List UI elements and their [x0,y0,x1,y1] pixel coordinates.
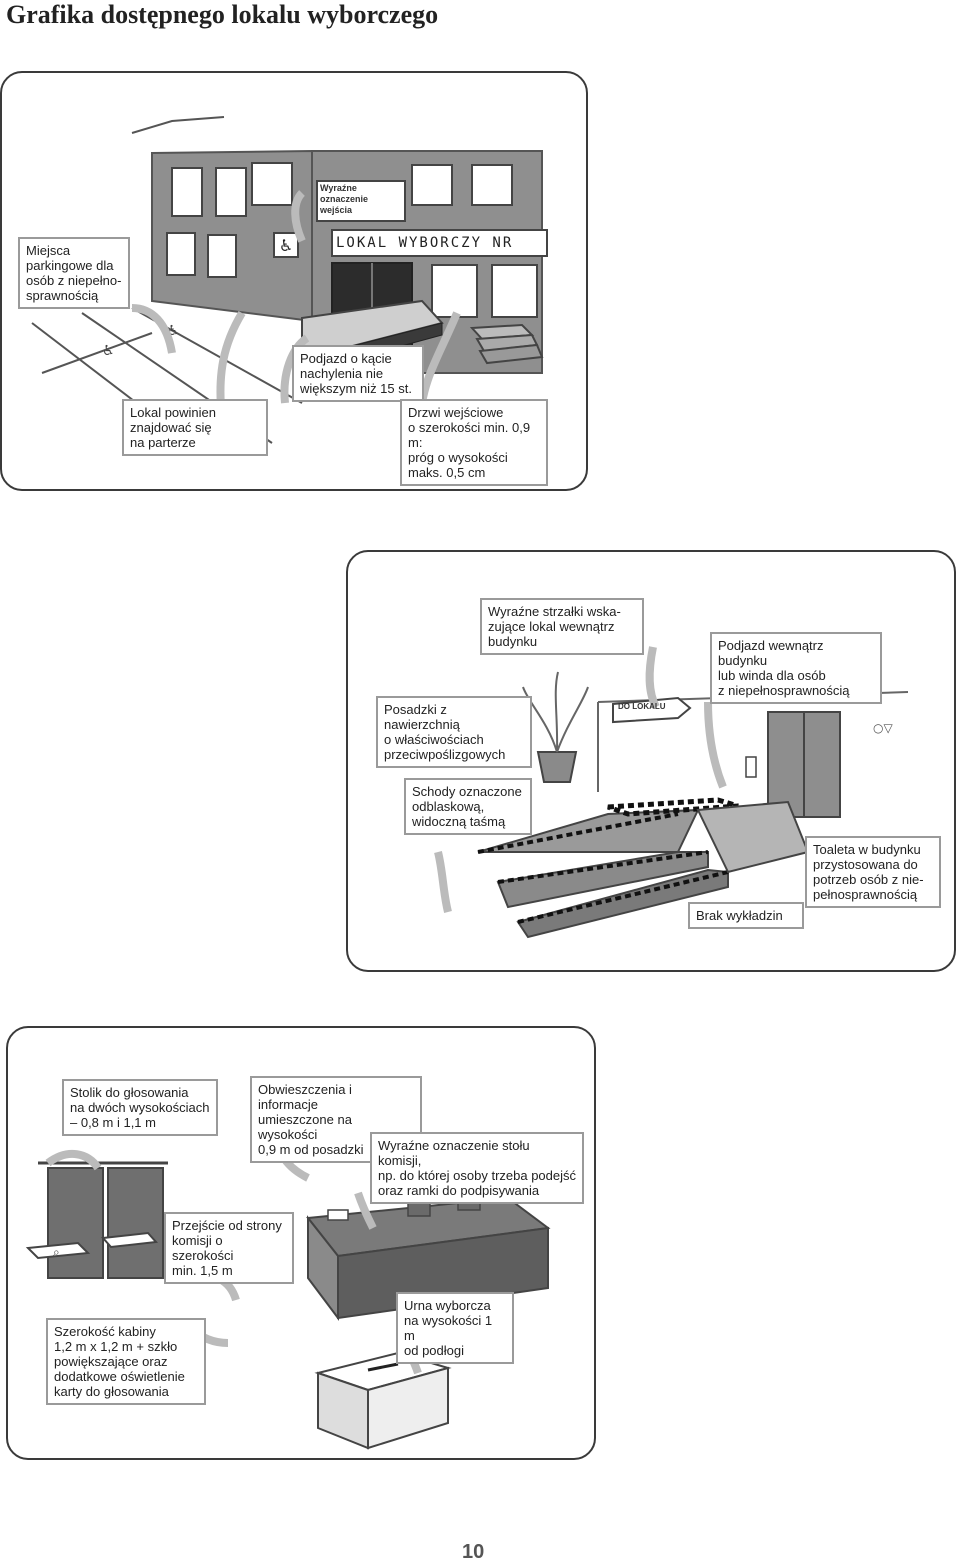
panel-polling-room: ⌕ Stolik do głosowania na dwóch wysokośc… [6,1026,596,1460]
plant-pot [538,752,576,782]
arrow-icon [650,647,656,707]
wheelchair-icon: ♿ [279,236,293,255]
panel-building-exterior: ♿ ♿ ♿ Wyraźne oznaczenie wejścia LOKAL W… [0,71,588,491]
voting-booth-curtain [108,1168,163,1278]
panel-building-interior: ○▽ DO LOKALU Wyraźne strzałki wska- zują… [346,550,956,972]
page-number: 10 [462,1541,484,1564]
plant-icon [523,672,588,752]
parking-wheelchair-icon: ♿ [102,343,115,359]
label-ballot-urn: Urna wyborcza na wysokości 1 m od podłog… [396,1292,514,1364]
label-anti-slip-floors: Posadzki z nawierzchnią o właściwościach… [376,696,532,768]
entrance-sign-text: Wyraźne oznaczenie wejścia [320,183,404,216]
lift-button-panel [746,757,756,777]
label-no-carpet: Brak wykładzin [688,902,804,929]
label-marked-stairs: Schody oznaczone odblaskową, widoczną ta… [404,778,532,835]
label-parking: Miejsca parkingowe dla osób z niepełno- … [18,237,130,309]
polling-station-sign-text: LOKAL WYBORCZY NR [336,233,546,253]
arrow-icon [48,1154,98,1168]
label-lift: Podjazd wewnątrz budynku lub winda dla o… [710,632,882,704]
arrow-icon [132,308,172,353]
arrow-icon [708,702,723,787]
direction-sign-text: DO LOKALU [618,702,682,712]
label-booth-size: Szerokość kabiny 1,2 m x 1,2 m + szkło p… [46,1318,206,1405]
label-direction-arrows: Wyraźne strzałki wska- zujące lokal wewn… [480,598,644,655]
label-accessible-toilet: Toaleta w budynku przystosowana do potrz… [805,836,941,908]
label-commission-table: Wyraźne oznaczenie stołu komisji, np. do… [370,1132,584,1204]
arrow-icon [438,852,448,912]
magnifier-icon: ⌕ [53,1245,60,1259]
interior-ramp [698,802,808,872]
label-passage: Przejście od strony komisji o szerokości… [164,1212,294,1284]
label-ground-floor: Lokal powinien znajdować się na parterze [122,399,268,456]
label-entrance-door: Drzwi wejściowe o szerokości min. 0,9 m:… [400,399,548,486]
label-ramp: Podjazd o kącie nachylenia nie większym … [292,345,424,402]
voting-booth-curtain [48,1168,103,1278]
toilet-sign-icon: ○▽ [873,721,893,735]
page-title: Grafika dostępnego lokalu wyborczego [6,0,438,30]
label-voting-table: Stolik do głosowania na dwóch wysokościa… [62,1079,218,1136]
